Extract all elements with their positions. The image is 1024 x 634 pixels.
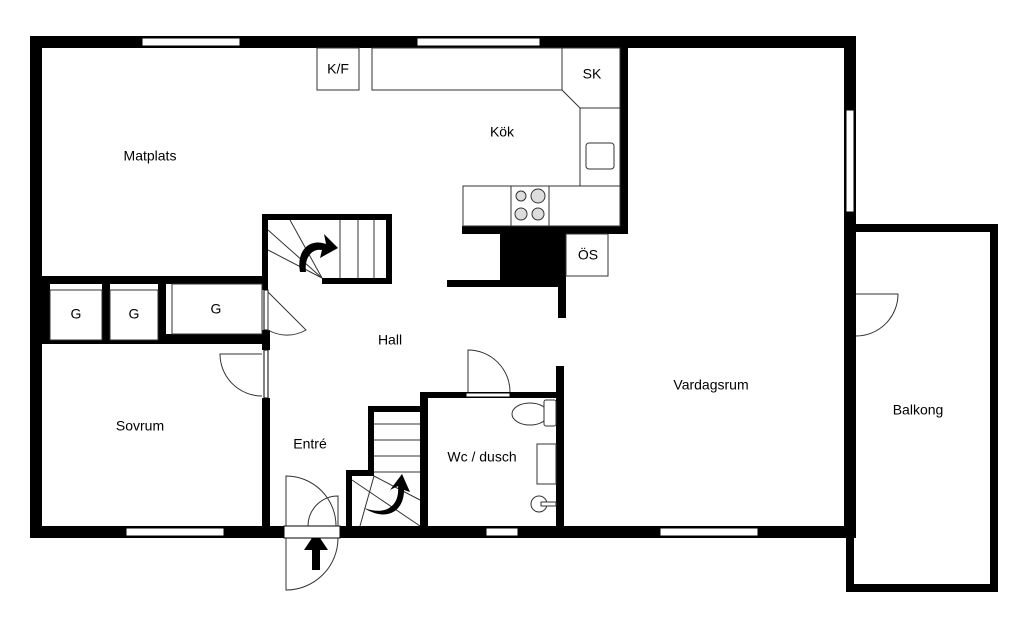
fixture-label-sk: SK: [583, 66, 602, 82]
stair-up-arrow-icon: [299, 234, 338, 272]
washbasin-icon: [536, 443, 557, 485]
room-label-sovrum: Sovrum: [116, 418, 164, 434]
room-label-vardagsrum: Vardagsrum: [673, 377, 748, 393]
fixture-label-g3: G: [211, 301, 222, 317]
fixture-label-os: ÖS: [578, 246, 598, 263]
fixture-label-g1: G: [71, 306, 82, 322]
room-label-kok: Kök: [490, 124, 515, 140]
walls: [30, 36, 856, 538]
stair-down-arrow-icon: [364, 474, 410, 515]
sink-icon: [585, 142, 615, 170]
stairs: [267, 219, 421, 527]
kitchen-fixtures: [49, 47, 621, 341]
fixture-label-kf: K/F: [327, 61, 349, 77]
bathroom-fixtures: [511, 399, 557, 513]
entrance-arrow-icon: [304, 538, 328, 570]
room-label-balkong: Balkong: [893, 402, 944, 418]
room-label-matplats: Matplats: [124, 148, 177, 164]
toilet-icon: [511, 402, 549, 426]
room-label-entre: Entré: [293, 436, 327, 452]
fixture-label-g2: G: [129, 306, 140, 322]
room-label-hall: Hall: [378, 332, 402, 348]
balcony-outline: [846, 224, 998, 592]
room-label-wc: Wc / dusch: [447, 449, 516, 465]
